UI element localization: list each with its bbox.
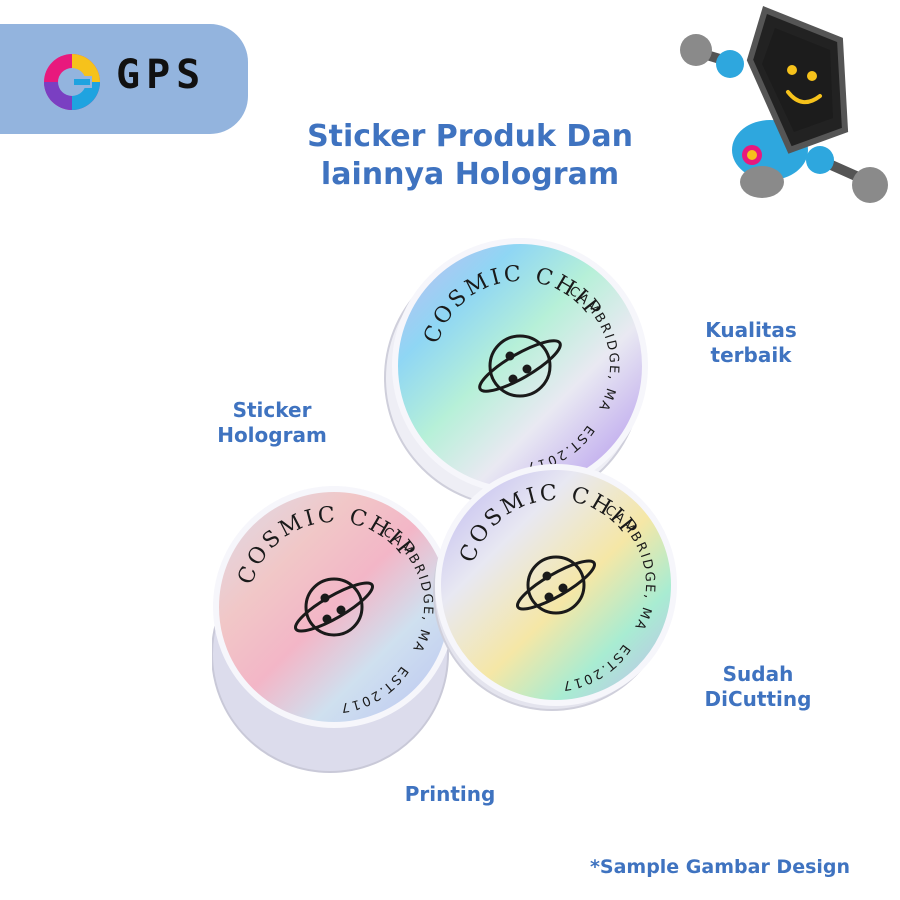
cookie-planet-icon [294,577,374,637]
label-quality: Kualitas terbaik [676,318,826,368]
label-printing: Printing [404,782,496,806]
cookie-planet-icon [478,334,562,398]
label-cutting-line-1: Sudah [722,662,794,686]
cookie-planet-icon [516,555,596,615]
label-hologram: Sticker Hologram [192,398,352,448]
sticker-top: COSMIC CHIP CAMBRIDGE, MA EST.2017 [378,238,648,508]
sticker-right: COSMIC CHIP CAMBRIDGE, MA EST.2017 [430,460,680,715]
footnote: *Sample Gambar Design [589,856,851,878]
label-quality-line-2: terbaik [710,343,792,367]
page-title: Sticker Produk Dan lainnya Hologram [250,118,690,194]
robot-mascot-icon [680,5,888,203]
label-hologram-line-2: Hologram [217,423,327,447]
title-line-1: Sticker Produk Dan [307,119,633,154]
label-hologram-line-1: Sticker [232,398,312,422]
gps-logo-icon [44,54,100,110]
brand-name: GPS [116,52,207,98]
label-quality-line-1: Kualitas [705,318,797,342]
brand-banner [0,24,248,134]
label-cutting-line-2: DiCutting [704,687,812,711]
label-cutting: Sudah DiCutting [678,662,838,712]
title-line-2: lainnya Hologram [320,157,620,192]
sticker-left: COSMIC CHIP CAMBRIDGE, MA EST.2017 [212,482,462,777]
